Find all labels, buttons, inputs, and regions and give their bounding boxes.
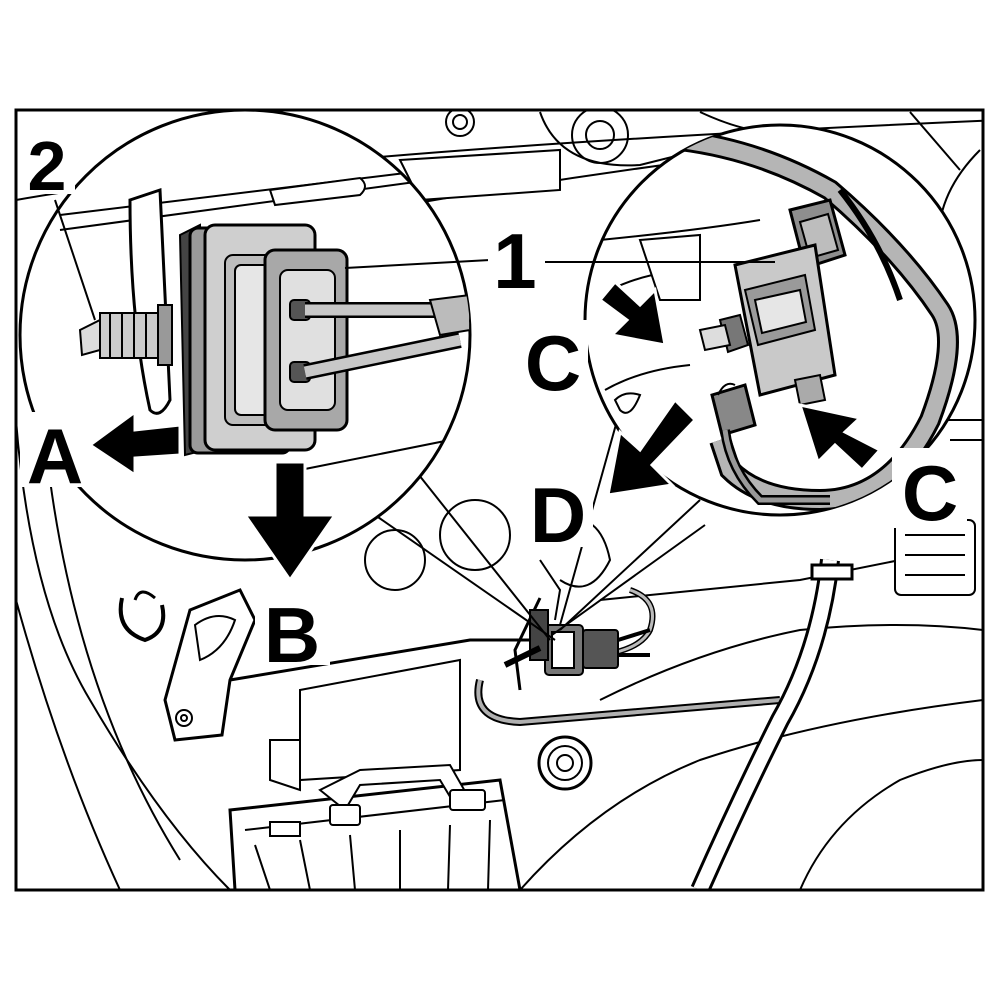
scene-connector	[503, 609, 651, 676]
label-b: B	[264, 591, 320, 679]
labels: 1 2 A B C D C	[20, 122, 967, 679]
background-scene	[16, 110, 983, 890]
left-detail-view	[18, 108, 472, 562]
illustration-frame	[14, 108, 985, 892]
arrow-c-right	[797, 402, 883, 473]
label-c-left: C	[525, 319, 581, 407]
push-pin-clip	[78, 304, 173, 366]
label-d: D	[530, 471, 586, 559]
callout-2: 2	[28, 127, 67, 205]
arrow-b	[242, 460, 338, 583]
label-a: A	[27, 412, 83, 500]
direction-arrows	[87, 279, 883, 583]
label-c-right: C	[902, 449, 958, 537]
plug-connector	[698, 198, 847, 437]
arrow-a	[87, 409, 182, 478]
arrow-c-upper	[597, 279, 667, 347]
callout-1: 1	[493, 217, 536, 305]
connector-housing	[178, 223, 349, 457]
arrow-d	[606, 397, 698, 497]
